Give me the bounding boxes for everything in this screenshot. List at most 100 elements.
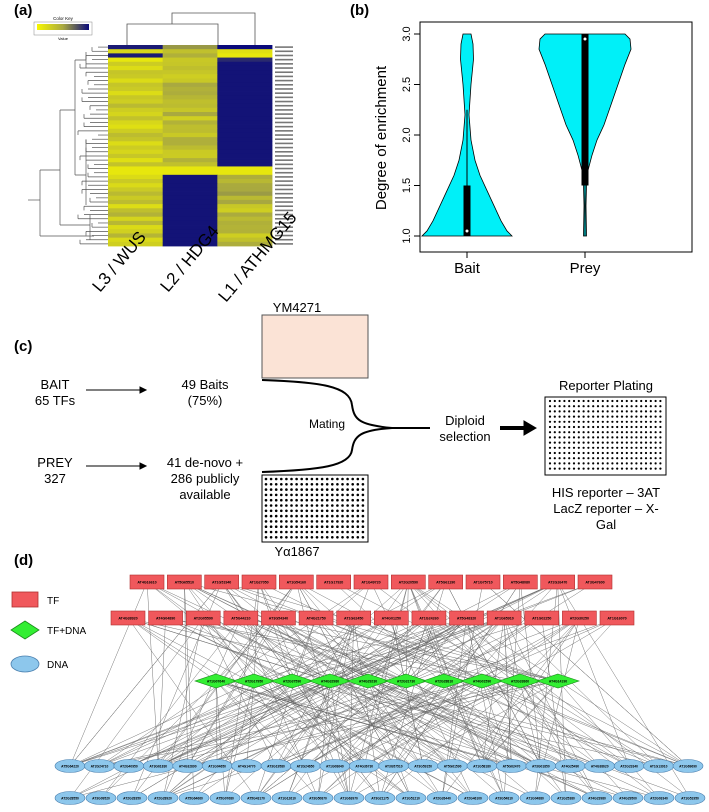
heatmap-cell bbox=[217, 124, 273, 130]
colony-dot bbox=[280, 536, 283, 539]
colony-dot bbox=[341, 493, 344, 497]
heatmap-cell bbox=[162, 57, 218, 63]
colony-dot bbox=[285, 536, 288, 539]
colony-dot bbox=[625, 441, 628, 444]
heatmap-row-label bbox=[275, 222, 293, 224]
colony-dot bbox=[300, 530, 304, 534]
colony-dot bbox=[305, 504, 309, 507]
heatmap-row-label bbox=[275, 163, 293, 166]
colony-dot bbox=[577, 462, 580, 465]
network-edge bbox=[215, 680, 226, 799]
heatmap-cell bbox=[162, 162, 218, 167]
heatmap-cell bbox=[162, 70, 218, 75]
colony-dot bbox=[341, 509, 344, 513]
colony-dot bbox=[577, 431, 580, 434]
heatmap-cell bbox=[162, 61, 218, 67]
network-node-label: AT2G40950 bbox=[120, 764, 138, 768]
heatmap-cell bbox=[108, 149, 164, 155]
colony-dot bbox=[568, 410, 571, 413]
colony-dot bbox=[563, 457, 566, 460]
colony-dot bbox=[361, 514, 365, 518]
network-edge bbox=[158, 581, 297, 767]
heatmap-cell bbox=[217, 95, 273, 100]
network-edge bbox=[481, 617, 580, 767]
heatmap-row-label bbox=[275, 58, 293, 61]
heatmap-row-label bbox=[275, 79, 293, 82]
colony-dot bbox=[649, 431, 652, 434]
network-edge bbox=[99, 680, 331, 767]
colony-dot bbox=[305, 477, 309, 481]
network-node-label: AT1G12610 bbox=[278, 796, 296, 800]
colony-dot bbox=[548, 462, 552, 465]
colony-dot bbox=[616, 420, 619, 423]
colony-dot bbox=[568, 415, 571, 418]
network-node-label: AT3G09520 bbox=[92, 796, 110, 800]
colony-dot bbox=[659, 462, 662, 465]
network-edge bbox=[329, 680, 443, 799]
colony-dot bbox=[320, 504, 324, 507]
colony-dot bbox=[336, 504, 339, 507]
dna-node bbox=[550, 791, 582, 805]
network-edge bbox=[391, 617, 424, 767]
colony-dot bbox=[649, 451, 652, 455]
heatmap-cell bbox=[162, 199, 218, 205]
colony-dot bbox=[616, 431, 619, 434]
colony-dot bbox=[640, 415, 643, 418]
network-node-label: AT3G01850 bbox=[532, 764, 550, 768]
colony-dot bbox=[361, 520, 365, 523]
colony-dot bbox=[640, 436, 643, 439]
colony-dot bbox=[310, 530, 314, 534]
colony-dot bbox=[351, 477, 355, 481]
heatmap-cell bbox=[217, 208, 273, 213]
network-edge bbox=[481, 680, 689, 767]
network-node-label: AT2G24710 bbox=[91, 764, 109, 768]
prey-result-line3: available bbox=[179, 487, 230, 502]
heatmap-row-label bbox=[275, 46, 293, 48]
heatmap-cell bbox=[162, 229, 218, 234]
network-node-label: AT3G57510 bbox=[385, 764, 403, 768]
heatmap-cell bbox=[162, 216, 218, 222]
colony-dot bbox=[587, 405, 590, 408]
network-edge bbox=[334, 617, 505, 767]
colony-dot bbox=[620, 441, 624, 444]
colony-dot bbox=[616, 405, 619, 408]
dna-node bbox=[519, 791, 551, 805]
colony-dot bbox=[264, 520, 268, 523]
network-edge bbox=[353, 617, 483, 682]
network-edge bbox=[364, 581, 409, 767]
heatmap-cell bbox=[162, 233, 218, 239]
heatmap-cell bbox=[162, 149, 218, 155]
network-node-label: AT4G32890 bbox=[179, 764, 197, 768]
heatmap-cell bbox=[108, 199, 164, 205]
colony-dot bbox=[577, 420, 580, 423]
colony-dot bbox=[582, 436, 585, 439]
network-edge bbox=[305, 617, 580, 767]
colony-dot bbox=[649, 457, 652, 460]
colony-dot bbox=[295, 504, 298, 507]
network-edge bbox=[165, 617, 293, 682]
heatmap-row-label bbox=[275, 226, 293, 228]
heatmap-cell bbox=[217, 74, 273, 79]
colony-dot bbox=[305, 525, 309, 528]
diploid-line1: Diploid bbox=[445, 413, 485, 428]
network-edge bbox=[221, 581, 453, 767]
colony-dot bbox=[620, 431, 624, 434]
network-edge bbox=[291, 617, 317, 682]
heatmap-cell bbox=[162, 103, 218, 109]
network-edge bbox=[278, 617, 541, 767]
colony-dot bbox=[336, 483, 339, 486]
colony-dot bbox=[630, 431, 633, 434]
colony-dot bbox=[325, 477, 329, 481]
colony-dot bbox=[264, 488, 268, 491]
violin-ytick-label: 2.0 bbox=[401, 127, 413, 142]
colony-dot bbox=[558, 410, 561, 413]
heatmap-row-label bbox=[275, 71, 293, 74]
colony-dot bbox=[625, 415, 628, 418]
legend-tf-swatch bbox=[11, 591, 39, 608]
tfdna-node bbox=[460, 673, 504, 689]
heatmap-cell bbox=[217, 170, 273, 176]
colony-dot bbox=[587, 462, 590, 465]
colony-dot bbox=[640, 420, 643, 423]
